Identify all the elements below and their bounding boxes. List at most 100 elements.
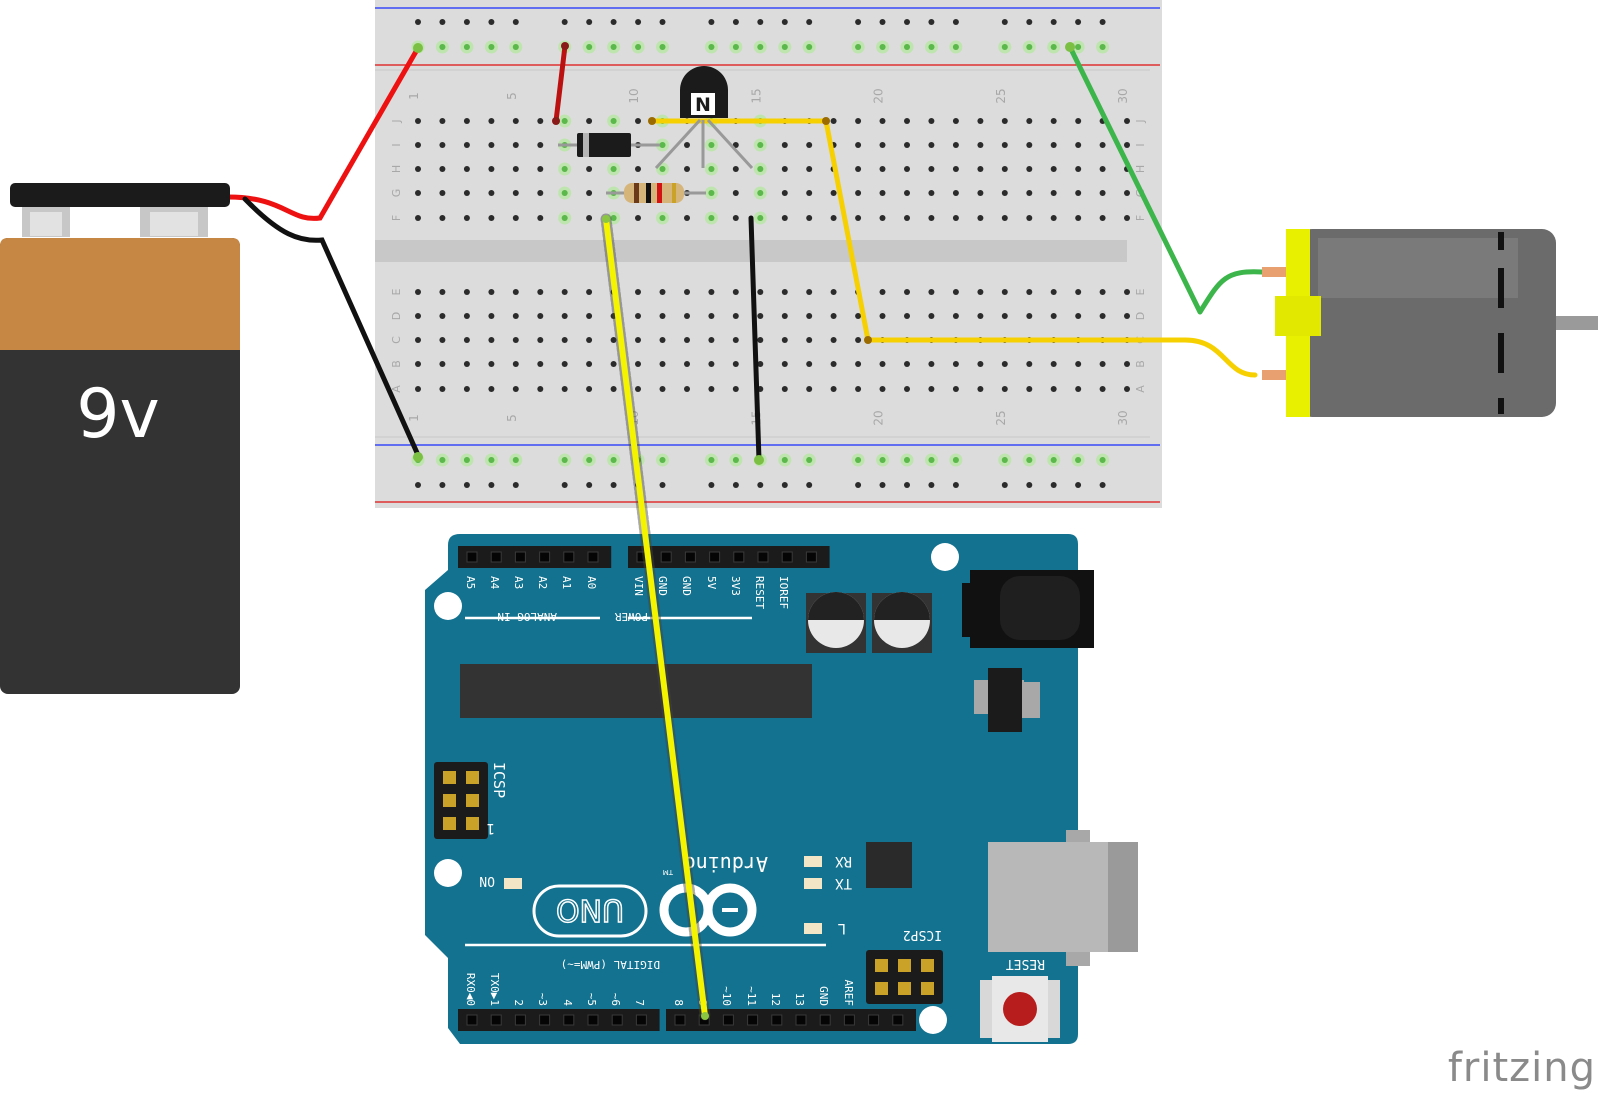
digital-pin-label: 13 bbox=[793, 993, 806, 1006]
header-pin[interactable] bbox=[514, 1014, 526, 1026]
breadboard-hole bbox=[561, 313, 568, 319]
pin-label: IOREF bbox=[777, 576, 790, 609]
header-pin[interactable] bbox=[539, 1014, 551, 1026]
header-pin[interactable] bbox=[466, 1014, 478, 1026]
breadboard-hole bbox=[904, 361, 910, 367]
header-pin[interactable] bbox=[843, 1014, 855, 1026]
breadboard-hole bbox=[1075, 215, 1082, 221]
digital-pin-label: TX0▶1 bbox=[488, 973, 501, 1006]
icsp-pin[interactable] bbox=[466, 771, 479, 784]
row-letter: J bbox=[1134, 119, 1147, 123]
breadboard-hole bbox=[977, 361, 984, 367]
breadboard-hole bbox=[879, 215, 886, 221]
icsp-pin[interactable] bbox=[921, 982, 934, 995]
column-number: 30 bbox=[1116, 88, 1130, 103]
header-pin[interactable] bbox=[733, 551, 745, 563]
breadboard-hole bbox=[586, 118, 593, 124]
header-pin[interactable] bbox=[781, 551, 793, 563]
breadboard-hole bbox=[708, 289, 715, 295]
header-pin[interactable] bbox=[539, 551, 551, 563]
header-pin[interactable] bbox=[771, 1014, 783, 1026]
icsp-pin[interactable] bbox=[898, 959, 911, 972]
breadboard-hole bbox=[684, 361, 690, 367]
digital-pin-label: 8 bbox=[672, 999, 685, 1006]
header-pin[interactable] bbox=[660, 551, 672, 563]
header-pin[interactable] bbox=[587, 1014, 599, 1026]
icsp-label: ICSP bbox=[490, 762, 508, 798]
breadboard-hole bbox=[415, 142, 421, 148]
header-pin[interactable] bbox=[563, 1014, 575, 1026]
breadboard-hole bbox=[1001, 142, 1008, 148]
pin-label: A3 bbox=[512, 576, 525, 589]
breadboard-hole bbox=[855, 313, 862, 319]
header-pin[interactable] bbox=[757, 551, 769, 563]
breadboard-hole bbox=[439, 289, 446, 295]
header-pin[interactable] bbox=[747, 1014, 759, 1026]
breadboard-hole bbox=[488, 142, 495, 148]
icsp-pin[interactable] bbox=[875, 959, 888, 972]
icsp-pin[interactable] bbox=[921, 959, 934, 972]
header-pin[interactable] bbox=[709, 551, 721, 563]
header-pin[interactable] bbox=[722, 1014, 734, 1026]
row-letter: J bbox=[390, 119, 403, 123]
pin-label: A2 bbox=[536, 576, 549, 589]
breadboard-hole bbox=[537, 313, 544, 319]
header-pin[interactable] bbox=[892, 1014, 904, 1026]
breadboard-hole bbox=[1001, 118, 1008, 124]
reset-button[interactable] bbox=[980, 976, 1060, 1042]
icsp-pin[interactable] bbox=[466, 794, 479, 807]
led-l bbox=[804, 923, 822, 934]
breadboard-hole bbox=[952, 215, 959, 221]
header-pin[interactable] bbox=[684, 551, 696, 563]
icsp-pin[interactable] bbox=[443, 794, 456, 807]
breadboard-hole bbox=[1026, 313, 1033, 319]
breadboard-hole bbox=[512, 313, 519, 319]
header-pin[interactable] bbox=[819, 1014, 831, 1026]
breadboard-hole bbox=[463, 313, 470, 319]
digital-pin-label: ~6 bbox=[609, 993, 622, 1006]
analog-in-label: ANALOG IN bbox=[497, 610, 557, 623]
wire-green-motor bbox=[1067, 44, 1265, 315]
header-pin[interactable] bbox=[466, 551, 478, 563]
breadboard-hole bbox=[1026, 166, 1033, 172]
header-pin[interactable] bbox=[635, 1014, 647, 1026]
icsp-pin[interactable] bbox=[898, 982, 911, 995]
header-pin[interactable] bbox=[611, 1014, 623, 1026]
breadboard-hole bbox=[830, 215, 837, 221]
capacitor bbox=[806, 592, 866, 653]
breadboard-hole bbox=[830, 361, 837, 367]
header-pin[interactable] bbox=[490, 551, 502, 563]
breadboard-hole bbox=[879, 313, 886, 319]
rail-hole bbox=[806, 19, 813, 25]
header-pin[interactable] bbox=[868, 1014, 880, 1026]
rail-hole bbox=[928, 482, 935, 488]
icsp-pin[interactable] bbox=[443, 817, 456, 830]
rail-hole bbox=[561, 19, 568, 25]
header-pin[interactable] bbox=[795, 1014, 807, 1026]
breadboard-hole bbox=[684, 142, 690, 148]
breadboard-hole bbox=[512, 289, 519, 295]
breadboard-hole bbox=[439, 215, 446, 221]
header-pin[interactable] bbox=[490, 1014, 502, 1026]
icsp-pin[interactable] bbox=[443, 771, 456, 784]
header-pin[interactable] bbox=[674, 1014, 686, 1026]
fritzing-logo: fritzing bbox=[1447, 1045, 1596, 1091]
header-pin[interactable] bbox=[805, 551, 817, 563]
breadboard-hole bbox=[439, 118, 446, 124]
header-pin[interactable] bbox=[587, 551, 599, 563]
breadboard-hole bbox=[855, 118, 862, 124]
breadboard-hole bbox=[1026, 289, 1033, 295]
header-pin[interactable] bbox=[563, 551, 575, 563]
column-number: 1 bbox=[407, 414, 421, 422]
header-pin[interactable] bbox=[514, 551, 526, 563]
icsp-pin[interactable] bbox=[875, 982, 888, 995]
pin-label: 5V bbox=[705, 576, 718, 590]
breadboard-hole bbox=[928, 166, 935, 172]
breadboard-hole bbox=[1050, 313, 1057, 319]
breadboard-hole bbox=[904, 118, 910, 124]
breadboard-hole bbox=[439, 386, 446, 392]
icsp-pin[interactable] bbox=[466, 817, 479, 830]
breadboard-hole bbox=[928, 215, 935, 221]
breadboard-hole bbox=[830, 337, 837, 343]
pin-label: RESET bbox=[753, 576, 766, 609]
